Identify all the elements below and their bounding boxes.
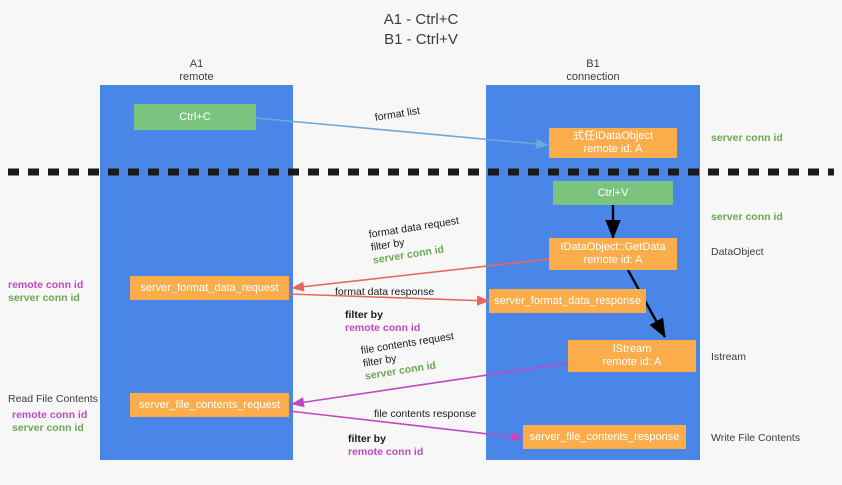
node-server-file-contents-request-label: server_file_contents_request: [138, 398, 281, 411]
node-ctrl-c[interactable]: Ctrl+C: [134, 104, 256, 130]
node-server-format-data-response-label: server_format_data_response: [494, 294, 641, 307]
node-getdata-line2: remote id: A: [583, 254, 643, 266]
left-label-remote-conn-id-1: remote conn id: [8, 279, 84, 291]
node-istream[interactable]: IStream remote id: A: [568, 340, 696, 372]
node-server-format-data-request[interactable]: server_format_data_request: [130, 276, 289, 300]
node-ctrl-v[interactable]: Ctrl+V: [553, 181, 673, 205]
node-istream-line2: remote id: A: [602, 356, 662, 368]
edge-label-format-data-response: format data response filter by remote co…: [335, 286, 434, 335]
title-line-1: A1 - Ctrl+C: [383, 11, 459, 28]
edge-label-file-contents-response-title: file contents response: [374, 408, 477, 420]
node-idataobject[interactable]: 式任IDataObject remote id: A: [549, 128, 677, 158]
left-label-conn-ids-2: remote conn id server conn id: [12, 409, 87, 435]
edge-label-format-list: format list: [374, 104, 421, 124]
node-idataobject-line1: 式任IDataObject: [572, 130, 654, 142]
left-label-conn-ids-1: remote conn id server conn id: [8, 279, 83, 305]
right-label-write-file-contents: Write File Contents: [711, 432, 801, 444]
left-label-server-conn-id-2: server conn id: [12, 422, 84, 434]
right-label-dataobject: DataObject: [711, 246, 764, 258]
edge-label-format-data-request: format data request filter by server con…: [368, 215, 464, 268]
lane-header-a1: A1 remote: [100, 58, 293, 84]
right-label-istream: Istream: [711, 351, 747, 363]
right-label-server-conn-id-mid: server conn id: [711, 211, 783, 223]
node-server-file-contents-response[interactable]: server_file_contents_response: [523, 425, 686, 449]
lane-header-b1: B1 connection: [486, 58, 700, 84]
node-server-file-contents-response-label: server_file_contents_response: [529, 430, 680, 443]
left-label-read-file-contents: Read File Contents: [8, 393, 98, 405]
right-label-server-conn-id-top: server conn id: [711, 132, 783, 144]
title-line-2: B1 - Ctrl+V: [384, 31, 458, 48]
lane-header-a1-name: A1: [189, 58, 204, 70]
node-server-format-data-request-label: server_format_data_request: [140, 281, 279, 294]
node-server-format-data-response[interactable]: server_format_data_response: [489, 289, 646, 313]
left-label-server-conn-id-1: server conn id: [8, 292, 80, 304]
left-label-remote-conn-id-2: remote conn id: [12, 409, 88, 421]
lane-header-b1-sub: connection: [566, 71, 620, 83]
node-getdata-line1: IDataObject::GetData: [560, 241, 666, 253]
node-server-file-contents-request[interactable]: server_file_contents_request: [130, 393, 289, 417]
edge-label-file-contents-response-filter: filter by remote conn id: [348, 433, 424, 458]
node-ctrl-c-label: Ctrl+C: [179, 110, 211, 123]
lane-header-b1-name: B1: [586, 58, 600, 70]
node-ctrl-v-label: Ctrl+V: [597, 186, 629, 199]
edge-label-file-contents-request: file contents request filter by server c…: [360, 330, 459, 383]
node-idataobject-line2: remote id: A: [583, 143, 643, 155]
node-idataobject-getdata[interactable]: IDataObject::GetData remote id: A: [549, 238, 677, 270]
node-istream-line1: IStream: [612, 343, 652, 355]
edge-label-file-contents-response: file contents response filter by remote …: [348, 408, 476, 459]
lane-header-a1-sub: remote: [179, 71, 214, 83]
edge-label-format-data-response-filter: filter by remote conn id: [345, 309, 421, 334]
page-title: A1 - Ctrl+C B1 - Ctrl+V: [0, 10, 842, 50]
edge-label-format-data-response-title: format data response: [335, 286, 435, 298]
